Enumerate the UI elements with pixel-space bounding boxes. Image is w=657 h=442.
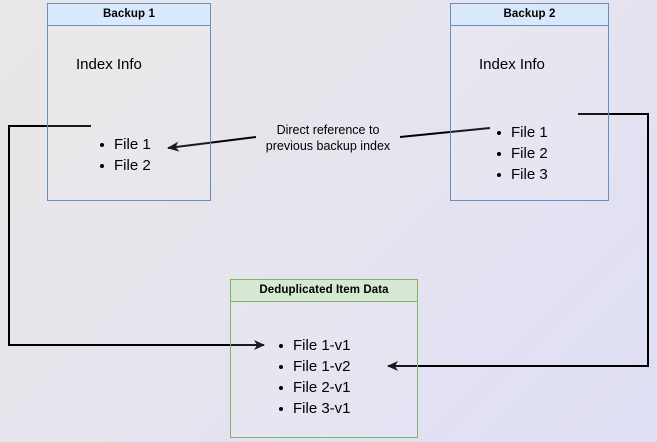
- list-item: File 3: [495, 164, 548, 185]
- list-item: File 2: [98, 155, 151, 176]
- backup-1-body: Index Info File 1 File 2: [48, 26, 210, 200]
- list-item: File 1: [495, 122, 548, 143]
- backup-2-body: Index Info File 1 File 2 File 3: [451, 26, 608, 200]
- list-item: File 1-v1: [277, 335, 351, 356]
- backup-1-index-label: Index Info: [76, 56, 142, 73]
- backup-1-header: Backup 1: [48, 4, 210, 26]
- backup-2-index-label: Index Info: [479, 56, 545, 73]
- backup-2-header: Backup 2: [451, 4, 608, 26]
- backup-1-box[interactable]: Backup 1 Index Info File 1 File 2: [47, 3, 211, 201]
- list-item: File 1: [98, 134, 151, 155]
- backup-2-file-list: File 1 File 2 File 3: [495, 122, 548, 185]
- backup-1-file-list: File 1 File 2: [98, 134, 151, 176]
- list-item: File 3-v1: [277, 398, 351, 419]
- backup-2-box[interactable]: Backup 2 Index Info File 1 File 2 File 3: [450, 3, 609, 201]
- deduplicated-item-data-header: Deduplicated Item Data: [231, 280, 417, 302]
- list-item: File 2-v1: [277, 377, 351, 398]
- deduplicated-item-data-box[interactable]: Deduplicated Item Data File 1-v1 File 1-…: [230, 279, 418, 438]
- list-item: File 1-v2: [277, 356, 351, 377]
- deduplicated-item-data-body: File 1-v1 File 1-v2 File 2-v1 File 3-v1: [231, 302, 417, 437]
- dedup-file-list: File 1-v1 File 1-v2 File 2-v1 File 3-v1: [277, 335, 351, 419]
- direct-reference-annotation: Direct reference to previous backup inde…: [265, 123, 391, 153]
- list-item: File 2: [495, 143, 548, 164]
